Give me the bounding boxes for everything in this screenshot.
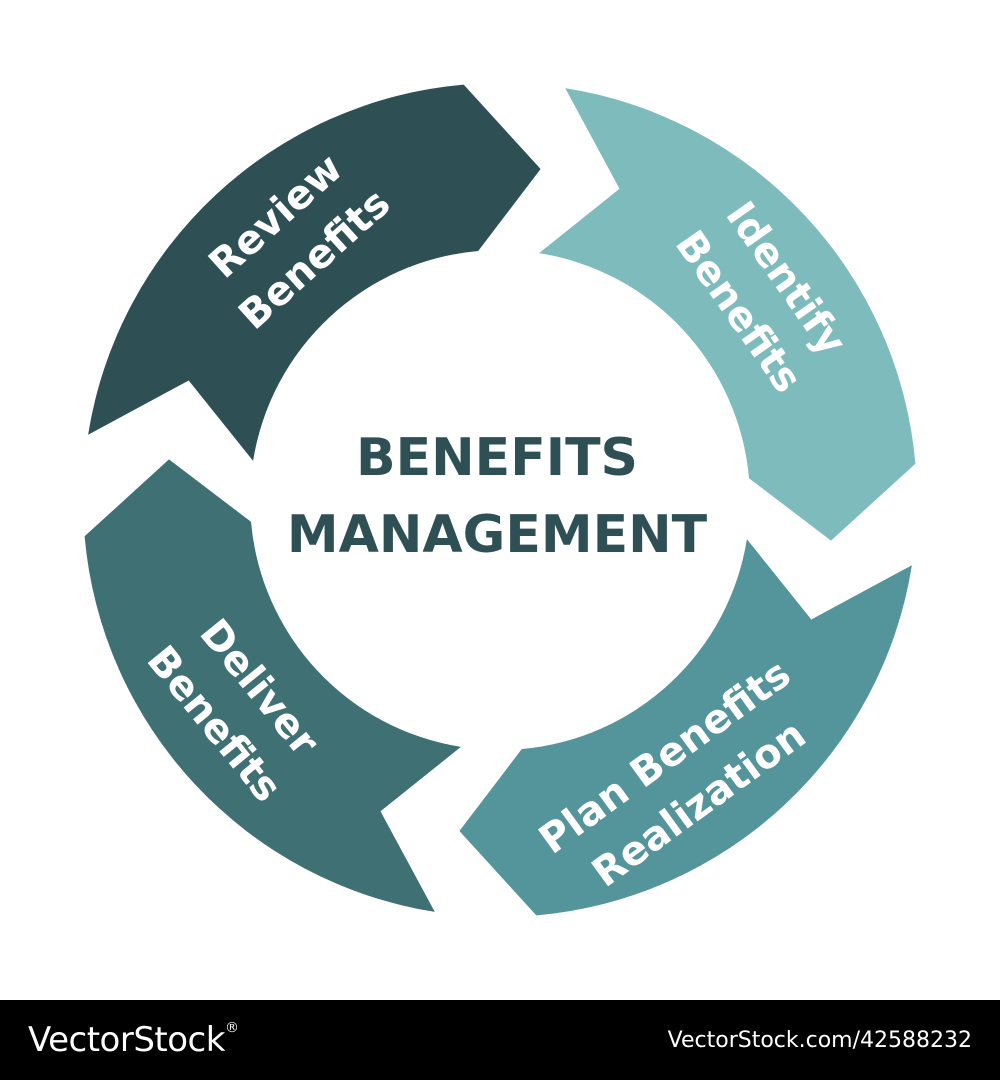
segment-arrow-plan bbox=[459, 539, 912, 916]
watermark-bar: VectorStock® VectorStock.com/42588232 bbox=[0, 1000, 1000, 1080]
segment-arrow-deliver bbox=[84, 459, 461, 912]
vectorstock-logo: VectorStock® bbox=[28, 1020, 239, 1060]
registered-mark: ® bbox=[224, 1020, 239, 1036]
center-title-line-2: MANAGEMENT bbox=[287, 505, 708, 565]
segment-arrow-review bbox=[88, 84, 541, 461]
center-title: BENEFITS MANAGEMENT bbox=[287, 428, 708, 565]
image-reference: VectorStock.com/42588232 bbox=[667, 1027, 972, 1053]
brand-name: VectorStock bbox=[28, 1020, 225, 1060]
center-title-line-1: BENEFITS bbox=[356, 428, 638, 488]
segment-arrow-identify bbox=[539, 88, 916, 541]
